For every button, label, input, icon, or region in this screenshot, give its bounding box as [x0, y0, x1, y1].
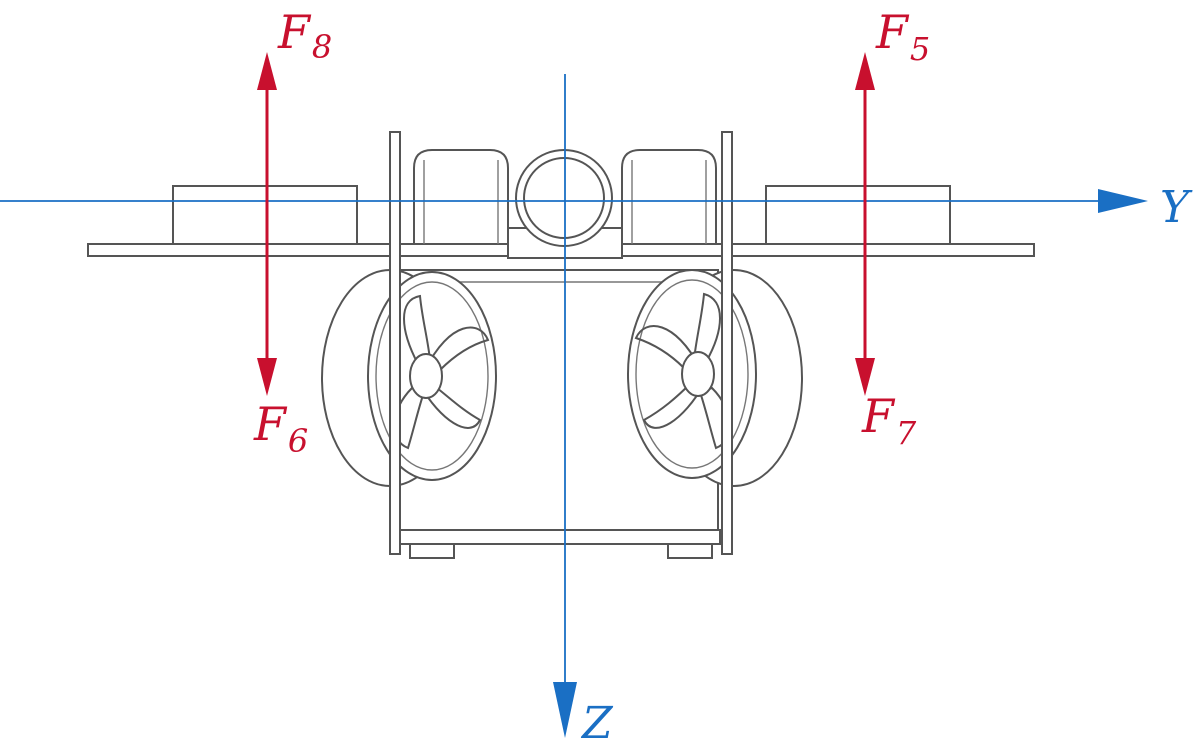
left-top-box — [172, 185, 358, 245]
force-f7-arrowhead — [855, 358, 875, 396]
y-axis-label: Y — [1160, 182, 1193, 233]
force-label-f8: F8 — [277, 5, 332, 66]
force-label-f5: F5 — [875, 5, 930, 68]
force-f5-arrowhead — [855, 52, 875, 90]
right-foot — [667, 543, 713, 559]
axes: Y Z — [0, 74, 1193, 749]
bottom-plate — [397, 529, 721, 545]
right-top-housing — [621, 149, 717, 245]
left-thruster — [321, 269, 497, 487]
y-axis-arrowhead — [1098, 189, 1148, 213]
force-label-f6: F6 — [253, 397, 308, 460]
force-label-f7: F7 — [861, 389, 917, 452]
right-top-box — [765, 185, 951, 245]
vehicle-drawing — [87, 131, 1035, 559]
right-thruster — [627, 269, 803, 487]
central-ring-outer — [515, 149, 613, 247]
right-side-frame — [721, 131, 733, 555]
force-f8-arrowhead — [257, 52, 277, 90]
z-axis-label: Z — [580, 698, 614, 749]
force-vectors: F8 F6 F5 F7 — [253, 5, 930, 460]
z-axis-arrowhead — [553, 682, 577, 738]
left-side-frame — [389, 131, 401, 555]
central-ring-inner — [523, 157, 605, 239]
left-top-housing — [413, 149, 509, 245]
force-f6-arrowhead — [257, 358, 277, 396]
left-foot — [409, 543, 455, 559]
